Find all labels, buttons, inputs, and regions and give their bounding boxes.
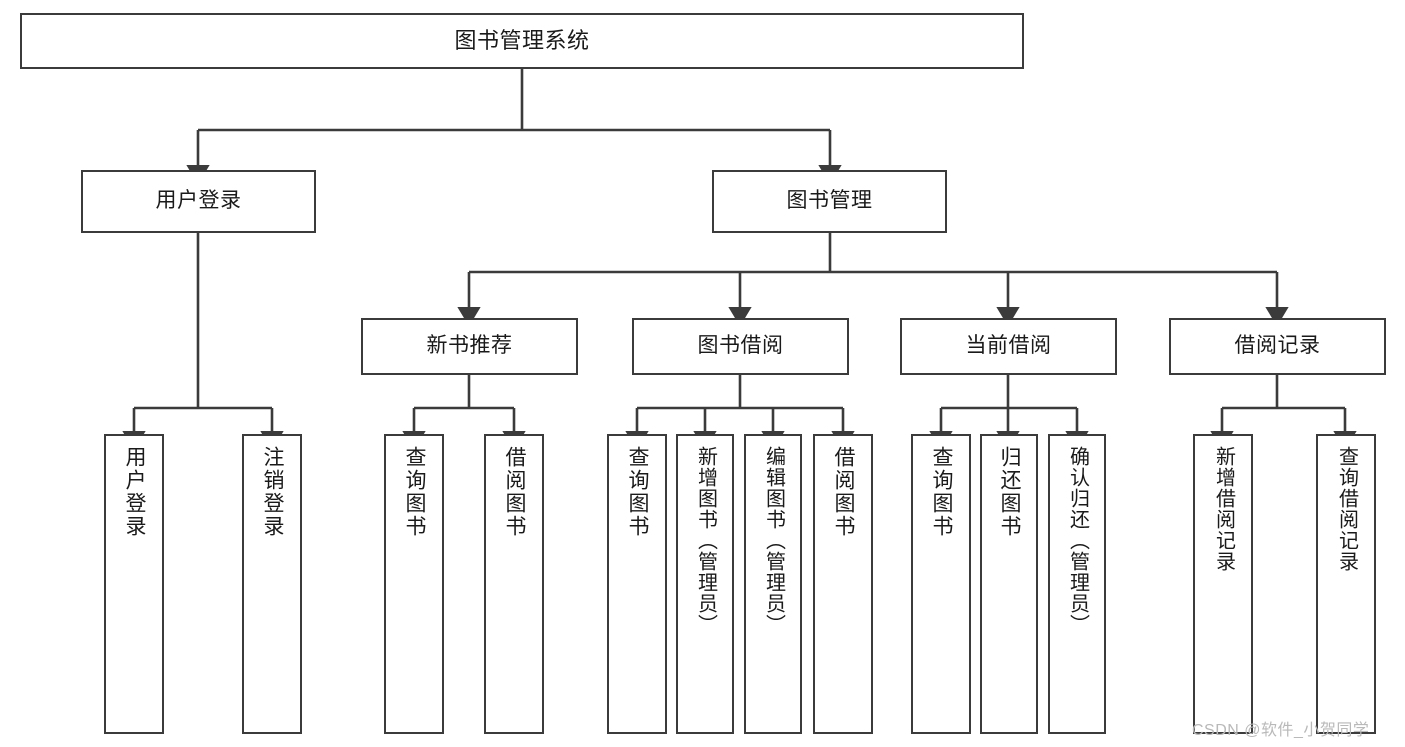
leaf-recommend-borrow-book[interactable]: 借阅图书 — [484, 434, 544, 734]
leaf-current-confirm-return-admin-label: 确认归还（管理员） — [1066, 446, 1089, 635]
node-borrow-record[interactable]: 借阅记录 — [1169, 318, 1386, 375]
node-book-borrow-label: 图书借阅 — [697, 334, 784, 358]
node-book-management[interactable]: 图书管理 — [712, 170, 947, 233]
leaf-user-login-signout-label: 注销登录 — [261, 446, 285, 538]
node-book-management-label: 图书管理 — [786, 189, 873, 213]
node-book-borrow[interactable]: 图书借阅 — [632, 318, 849, 375]
leaf-recommend-query-book-label: 查询图书 — [403, 446, 427, 538]
leaf-current-return-book-label: 归还图书 — [998, 446, 1022, 538]
node-new-book-recommend-label: 新书推荐 — [426, 334, 513, 358]
leaf-current-query-book[interactable]: 查询图书 — [911, 434, 971, 734]
leaf-borrow-add-book-admin-label: 新增图书（管理员） — [694, 446, 717, 635]
leaf-borrow-edit-book-admin[interactable]: 编辑图书（管理员） — [744, 434, 802, 734]
node-root-system[interactable]: 图书管理系统 — [20, 13, 1024, 69]
leaf-user-login-signin[interactable]: 用户登录 — [104, 434, 164, 734]
leaf-current-confirm-return-admin[interactable]: 确认归还（管理员） — [1048, 434, 1106, 734]
leaf-record-add-record-label: 新增借阅记录 — [1212, 446, 1235, 572]
node-current-borrow-label: 当前借阅 — [965, 334, 1052, 358]
node-root-system-label: 图书管理系统 — [454, 28, 590, 54]
leaf-borrow-add-book-admin[interactable]: 新增图书（管理员） — [676, 434, 734, 734]
leaf-recommend-borrow-book-label: 借阅图书 — [503, 446, 527, 538]
leaf-current-return-book[interactable]: 归还图书 — [980, 434, 1038, 734]
csdn-watermark: CSDN @软件_小贺同学 — [1192, 722, 1370, 739]
node-user-login[interactable]: 用户登录 — [81, 170, 316, 233]
leaf-recommend-query-book[interactable]: 查询图书 — [384, 434, 444, 734]
leaf-borrow-edit-book-admin-label: 编辑图书（管理员） — [762, 446, 785, 635]
leaf-user-login-signin-label: 用户登录 — [123, 446, 147, 538]
leaf-borrow-query-book[interactable]: 查询图书 — [607, 434, 667, 734]
node-borrow-record-label: 借阅记录 — [1234, 334, 1321, 358]
leaf-borrow-borrow-book[interactable]: 借阅图书 — [813, 434, 873, 734]
node-new-book-recommend[interactable]: 新书推荐 — [361, 318, 578, 375]
leaf-current-query-book-label: 查询图书 — [930, 446, 954, 538]
leaf-borrow-query-book-label: 查询图书 — [626, 446, 650, 538]
node-user-login-label: 用户登录 — [155, 189, 242, 213]
node-current-borrow[interactable]: 当前借阅 — [900, 318, 1117, 375]
leaf-record-query-record[interactable]: 查询借阅记录 — [1316, 434, 1376, 734]
leaf-user-login-signout[interactable]: 注销登录 — [242, 434, 302, 734]
leaf-borrow-borrow-book-label: 借阅图书 — [832, 446, 856, 538]
leaf-record-add-record[interactable]: 新增借阅记录 — [1193, 434, 1253, 734]
leaf-record-query-record-label: 查询借阅记录 — [1335, 446, 1358, 572]
